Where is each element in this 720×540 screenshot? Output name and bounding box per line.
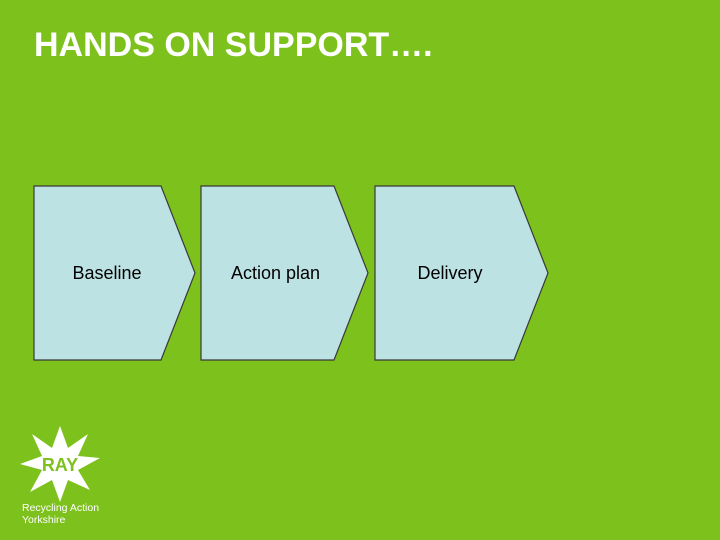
logo-wordmark: Recycling Action Yorkshire <box>22 502 99 526</box>
chevron-shape <box>200 185 369 361</box>
process-step-delivery: Delivery <box>374 185 550 361</box>
ray-logo-icon: RAY <box>20 426 100 502</box>
logo-line-2: Yorkshire <box>22 514 66 526</box>
logo-mark-text: RAY <box>42 455 78 475</box>
slide-title: HANDS ON SUPPORT…. <box>34 26 433 64</box>
step-label: Delivery <box>417 263 483 283</box>
step-label: Action plan <box>230 263 321 283</box>
chevron-shape <box>374 185 549 361</box>
logo-line-1: Recycling Action <box>22 502 100 514</box>
step-label: Baseline <box>72 263 142 283</box>
process-step-baseline: Baseline <box>33 185 197 361</box>
process-step-action-plan: Action plan <box>200 185 370 361</box>
chevron-shape <box>33 185 196 361</box>
